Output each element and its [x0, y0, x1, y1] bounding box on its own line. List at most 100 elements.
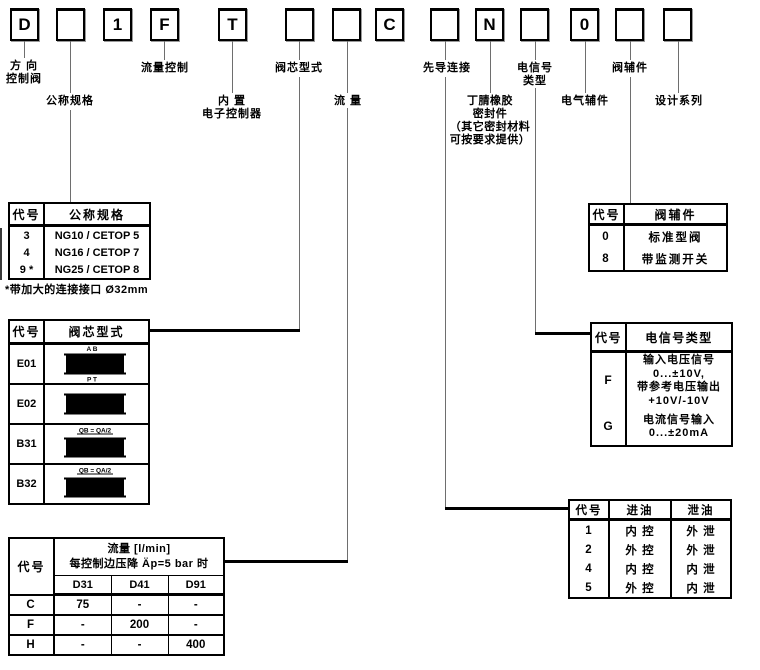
- signal-type-table: 代号 电信号类型 F 输入电压信号 0...±10V, 带参考电压输出 +10V…: [590, 322, 733, 447]
- code-box-4: F: [150, 8, 179, 41]
- leader-line: [535, 88, 536, 335]
- leader-line: [630, 77, 631, 204]
- symbol-cell: QB = QA/2: [44, 463, 149, 504]
- header-code: 代号: [569, 500, 610, 521]
- code-char: F: [159, 15, 170, 34]
- value-cell: NG10 / CETOP 5: [54, 229, 140, 242]
- value-cell: 带监测开关: [641, 254, 710, 266]
- code-char: C: [383, 15, 396, 34]
- value-cell: -: [167, 614, 224, 635]
- header-title: 电信号类型: [626, 323, 732, 353]
- header-code: 代号: [589, 204, 625, 226]
- flow-title-line1: 流量 [l/min]: [107, 543, 171, 555]
- drain-cell: 外 泄: [686, 544, 716, 557]
- header-title: 公称规格: [44, 203, 150, 227]
- leader-line: [70, 110, 71, 202]
- table-row: E01 A B P T: [9, 342, 149, 384]
- table-row: 3 NG10 / CETOP 5: [9, 225, 150, 244]
- table-row: B31 QB = QA/2: [9, 423, 149, 464]
- table-row: E02: [9, 383, 149, 424]
- code-cell: 1: [569, 519, 610, 540]
- svg-text:QB = QA/2: QB = QA/2: [78, 468, 111, 475]
- label-seals: 丁腈橡胶 密封件 （其它密封材料 可按要求提供）: [449, 95, 531, 146]
- leader-line: [232, 41, 233, 93]
- label-pilot-connection: 先导连接: [423, 62, 471, 74]
- leader-line: [299, 77, 300, 332]
- header-title: 阀辅件: [624, 204, 727, 226]
- code-cell: C: [8, 593, 55, 615]
- size-footnote: *带加大的连接接口 Ø32mm: [5, 284, 149, 296]
- code-cell: 9 *: [9, 261, 45, 279]
- svg-text:QB = QA/2: QB = QA/2: [78, 428, 111, 435]
- value-cell: 75: [53, 593, 111, 615]
- label-electrical-accessory: 电气辅件: [561, 95, 609, 107]
- table-row: 9 * NG25 / CETOP 8: [9, 261, 150, 279]
- table-row: 4 内 控 内 泄: [569, 559, 731, 578]
- header-title: 阀芯型式: [44, 320, 149, 345]
- spool-symbol-b32: QB = QA/2: [63, 468, 126, 498]
- table-row: 2 外 控 外 泄: [569, 540, 731, 559]
- code-box-7: [332, 8, 361, 41]
- code-box-14: [663, 8, 692, 41]
- symbol-cell: [44, 383, 149, 424]
- table-row: 0 标准型阀: [589, 224, 727, 248]
- drain-cell: 内 泄: [686, 582, 716, 595]
- flow-table: 代号 流量 [l/min] 每控制边压降 Äp=5 bar 时 D31 D41 …: [8, 537, 225, 656]
- code-box-8: C: [375, 8, 404, 41]
- code-cell: 3: [9, 225, 45, 244]
- table-row: G 电流信号输入 0...±20mA: [591, 409, 732, 446]
- leader-line: [490, 41, 491, 93]
- table-row: 1 内 控 外 泄: [569, 519, 731, 540]
- table-header-row: 代号 电信号类型: [591, 323, 732, 353]
- leader-line: [24, 41, 25, 58]
- value-cell: -: [53, 634, 111, 655]
- label-onboard-electronics: 内 置 电子控制器: [202, 95, 262, 120]
- code-cell: B31: [9, 423, 45, 464]
- value-cell: 标准型阀: [648, 232, 703, 244]
- in-cell: 内 控: [609, 559, 672, 578]
- value-cell: -: [110, 593, 168, 615]
- label-valve-accessory: 阀辅件: [612, 62, 648, 74]
- value-cell: -: [53, 614, 111, 635]
- leader-line: [164, 41, 165, 60]
- code-char: 0: [579, 15, 590, 34]
- code-box-3: 1: [103, 8, 132, 41]
- nominal-size-table: 代号 公称规格 3 NG10 / CETOP 5 4 NG16 / CETOP …: [8, 202, 151, 280]
- code-box-5: T: [218, 8, 247, 41]
- col-d31: D31: [53, 575, 111, 596]
- code-cell: 5: [569, 578, 610, 598]
- code-box-2: [56, 8, 85, 41]
- code-box-1: D: [10, 8, 39, 41]
- code-cell: 8: [589, 248, 625, 271]
- code-char: N: [483, 15, 496, 34]
- signal-g-lines: 电流信号输入 0...±20mA: [643, 413, 715, 440]
- drain-cell: 外 泄: [686, 525, 716, 538]
- code-box-9: [430, 8, 459, 41]
- value-cell: 400: [167, 634, 224, 655]
- table-row: B32 QB = QA/2: [9, 463, 149, 504]
- col-d41: D41: [110, 575, 168, 596]
- label-design-series: 设计系列: [655, 95, 703, 107]
- leader-line: [445, 77, 446, 510]
- code-box-11: [520, 8, 549, 41]
- col-d91: D91: [167, 575, 224, 596]
- code-char: T: [227, 15, 238, 34]
- leader-line: [445, 41, 446, 60]
- connector-line: [222, 560, 348, 563]
- leader-line: [630, 41, 631, 60]
- leader-line: [347, 108, 348, 563]
- page-edge-line: [0, 228, 2, 280]
- spool-type-table: 代号 阀芯型式 E01 A B P T E0: [8, 319, 150, 505]
- label-nominal-size: 公称规格: [46, 95, 94, 107]
- value-cell: NG25 / CETOP 8: [54, 263, 140, 276]
- label-directional-valve: 方 向 控制阀: [6, 60, 42, 85]
- header-code: 代号: [9, 203, 45, 227]
- table-subheader-row: D31 D41 D91: [9, 575, 224, 596]
- table-header-row: 代号 流量 [l/min] 每控制边压降 Äp=5 bar 时: [9, 538, 224, 595]
- in-cell: 外 控: [609, 578, 672, 598]
- code-char: D: [18, 15, 31, 34]
- spool-symbol-b31: QB = QA/2: [63, 428, 126, 458]
- leader-line: [70, 41, 71, 93]
- leader-line: [299, 41, 300, 60]
- code-box-12: 0: [570, 8, 599, 41]
